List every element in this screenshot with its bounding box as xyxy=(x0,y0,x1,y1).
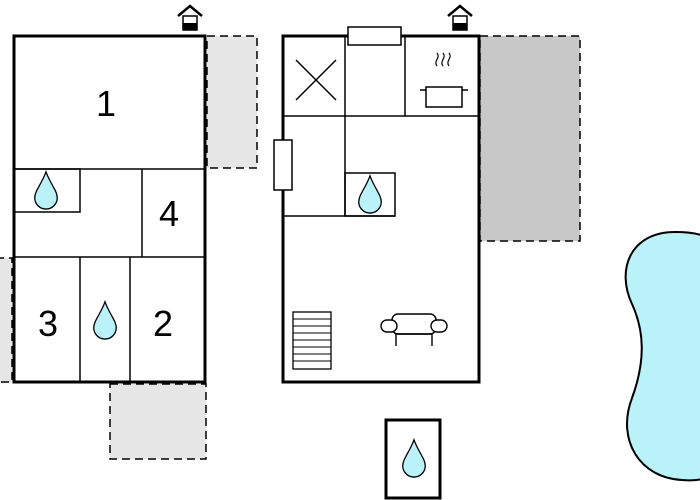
fireplace-x-icon xyxy=(295,59,337,101)
room-1-label: 1 xyxy=(96,83,116,124)
terrace-bottom-floor-1 xyxy=(109,383,207,460)
pool-shape xyxy=(624,230,700,482)
bathroom-drop-icon xyxy=(34,171,58,210)
room-4-label: 4 xyxy=(159,193,179,234)
terrace-right-floor-2 xyxy=(479,35,581,242)
bathroom-drop-icon xyxy=(358,175,382,214)
terrace-left-floor-1 xyxy=(0,257,13,383)
bathroom-drop-icon xyxy=(92,301,118,340)
window-icon xyxy=(347,26,402,46)
stair-icon xyxy=(292,311,332,370)
terrace-right-floor-1 xyxy=(206,35,258,169)
floor-plan-2 xyxy=(273,4,481,384)
stove-icon xyxy=(420,52,468,108)
room-2-label: 2 xyxy=(153,303,173,344)
window-icon xyxy=(273,139,293,191)
sofa-icon xyxy=(380,313,448,346)
entrance-house-icon xyxy=(177,4,203,31)
entrance-house-icon xyxy=(447,4,473,31)
room-3-label: 3 xyxy=(38,303,58,344)
floor-plan-1: 1 4 3 2 xyxy=(12,4,207,384)
outdoor-bathroom xyxy=(384,418,442,500)
